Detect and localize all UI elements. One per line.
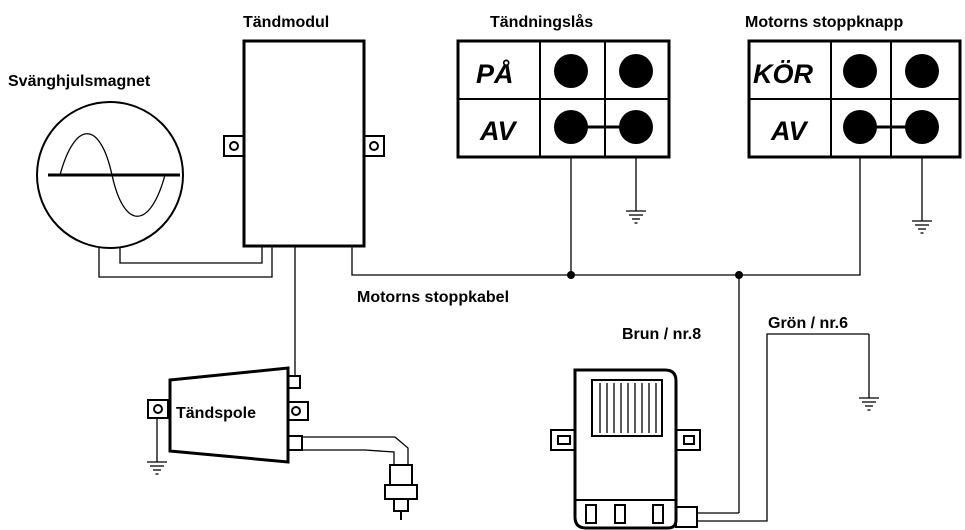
ignition-lock-label: Tändningslås xyxy=(490,13,593,31)
switch-contact xyxy=(554,54,588,88)
screw-terminal-icon xyxy=(147,399,169,419)
green-wire-label: Grön / nr.6 xyxy=(768,315,848,332)
ignition-lock-off-label: AV xyxy=(479,116,517,146)
junction-dot xyxy=(567,271,575,279)
ground-symbol-icon xyxy=(626,157,646,224)
ignition-module xyxy=(223,39,385,248)
green-wire xyxy=(697,333,869,522)
ignition-lock-switch xyxy=(456,39,671,159)
brown-wire-label: Brun / nr.8 xyxy=(622,326,701,343)
screw-terminal-icon xyxy=(223,135,245,157)
screw-terminal-icon xyxy=(287,401,309,421)
switch-contact xyxy=(843,54,877,88)
switch-contact xyxy=(619,54,653,88)
ignition-lock-on-label: PÅ xyxy=(476,58,514,89)
screw-terminal-icon xyxy=(363,135,385,157)
stop-cable-wire xyxy=(351,157,861,276)
ground-symbol-icon xyxy=(859,334,879,411)
magnet-wire-inner xyxy=(119,246,263,264)
stop-button-run-label: KÖR xyxy=(753,59,814,89)
ground-symbol-icon xyxy=(912,157,932,234)
ignition-coil xyxy=(147,366,309,464)
stop-cable-label: Motorns stoppkabel xyxy=(357,289,509,306)
spark-plug-icon xyxy=(302,436,418,520)
switch-contact xyxy=(905,54,939,88)
ignition-coil-label: Tändspole xyxy=(176,405,256,422)
flywheel-magnet-label: Svänghjulsmagnet xyxy=(8,73,151,90)
engine-stop-button-switch xyxy=(747,39,962,159)
sine-wave-icon xyxy=(48,133,180,217)
ignition-module-label: Tändmodul xyxy=(243,14,329,31)
stop-button-off-label: AV xyxy=(770,116,808,146)
engine-stop-button-label: Motorns stoppknapp xyxy=(745,14,903,31)
magnet-wire-outer xyxy=(98,246,273,278)
ground-symbol-icon xyxy=(147,418,167,475)
flywheel-magnet xyxy=(36,101,184,249)
control-unit xyxy=(550,368,701,530)
